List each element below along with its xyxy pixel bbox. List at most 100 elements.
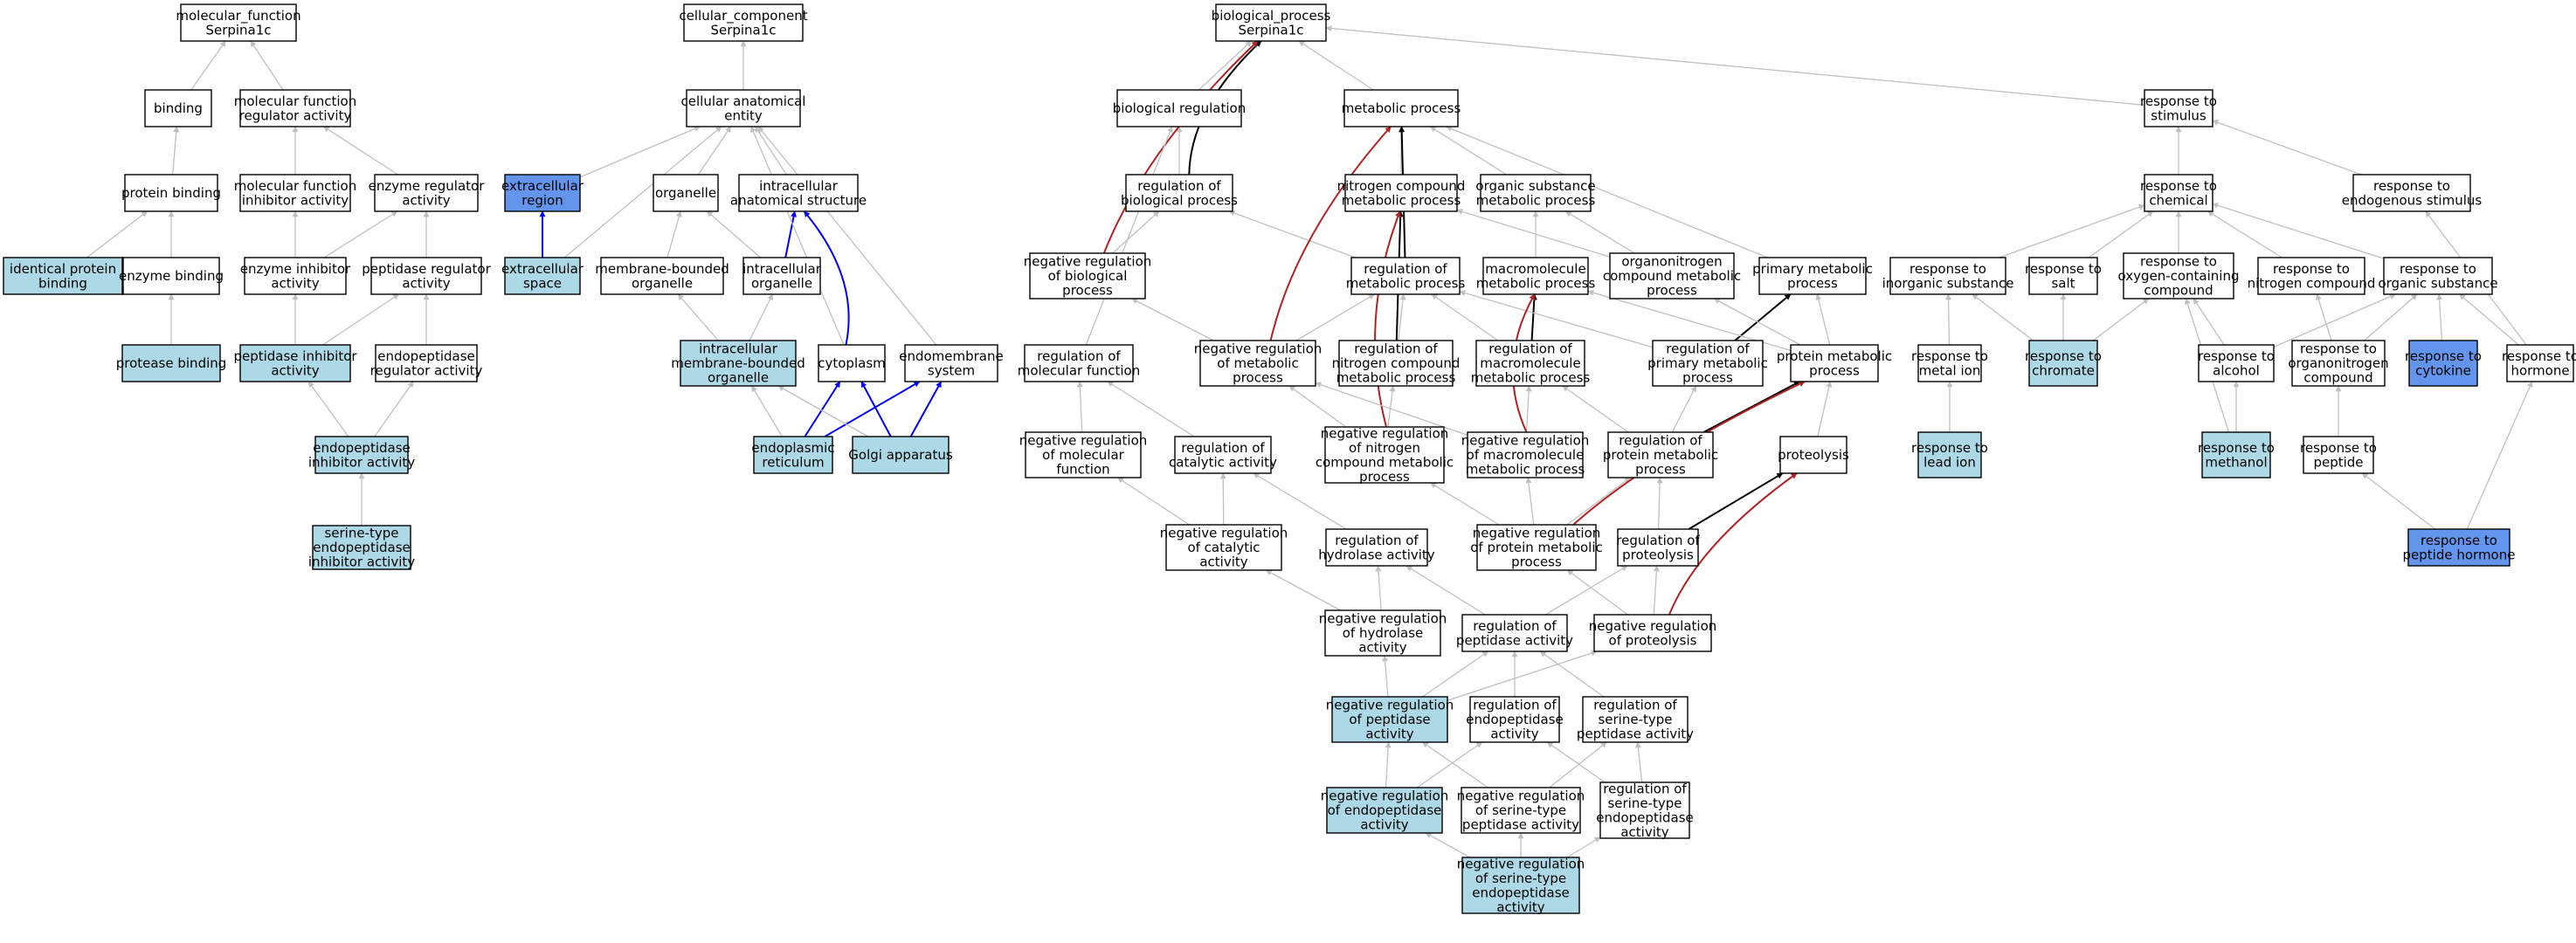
node-bio-reg[interactable]: biological regulation — [1113, 89, 1246, 127]
node-enzyme-binding[interactable]: enzyme binding — [119, 257, 224, 295]
node-label-line: activity — [1496, 899, 1544, 915]
node-proteolysis[interactable]: proteolysis — [1778, 436, 1849, 474]
node-box — [1461, 787, 1581, 834]
node-label-line: serine-type — [324, 526, 398, 541]
node-label-line: regulation of — [1181, 440, 1265, 456]
node-label-line: regulation of — [1603, 781, 1687, 796]
node-label-line: metabolic process — [1342, 100, 1461, 116]
node-cytoplasm[interactable]: cytoplasm — [818, 344, 886, 382]
node-label-line: regulation of — [1616, 533, 1700, 548]
node-label-line: metabolic process — [1476, 192, 1596, 208]
node-label-line: nitrogen compound — [2248, 275, 2376, 291]
node-label-line: of serine-type — [1475, 871, 1566, 886]
edge-reg_protein_mp-to-reg_pmp — [1671, 385, 1697, 433]
node-protein-binding[interactable]: protein binding — [121, 174, 221, 212]
node-reg-ser-endo[interactable]: regulation ofserine-typeendopeptidaseact… — [1596, 781, 1694, 840]
node-golgi[interactable]: Golgi apparatus — [848, 436, 953, 474]
node-label-line: negative regulation — [1319, 611, 1447, 627]
node-box — [1324, 426, 1445, 484]
node-label-line: metabolic process — [1346, 275, 1466, 291]
node-label-line: endomembrane — [899, 348, 1004, 364]
node-label-line: anatomical structure — [730, 192, 867, 208]
node-protease-binding[interactable]: protease binding — [116, 344, 227, 382]
node-binding[interactable]: binding — [144, 89, 212, 127]
node-organelle[interactable]: organelle — [653, 174, 719, 212]
node-label-line: process — [1809, 362, 1860, 378]
node-metabolic[interactable]: metabolic process — [1342, 89, 1461, 127]
